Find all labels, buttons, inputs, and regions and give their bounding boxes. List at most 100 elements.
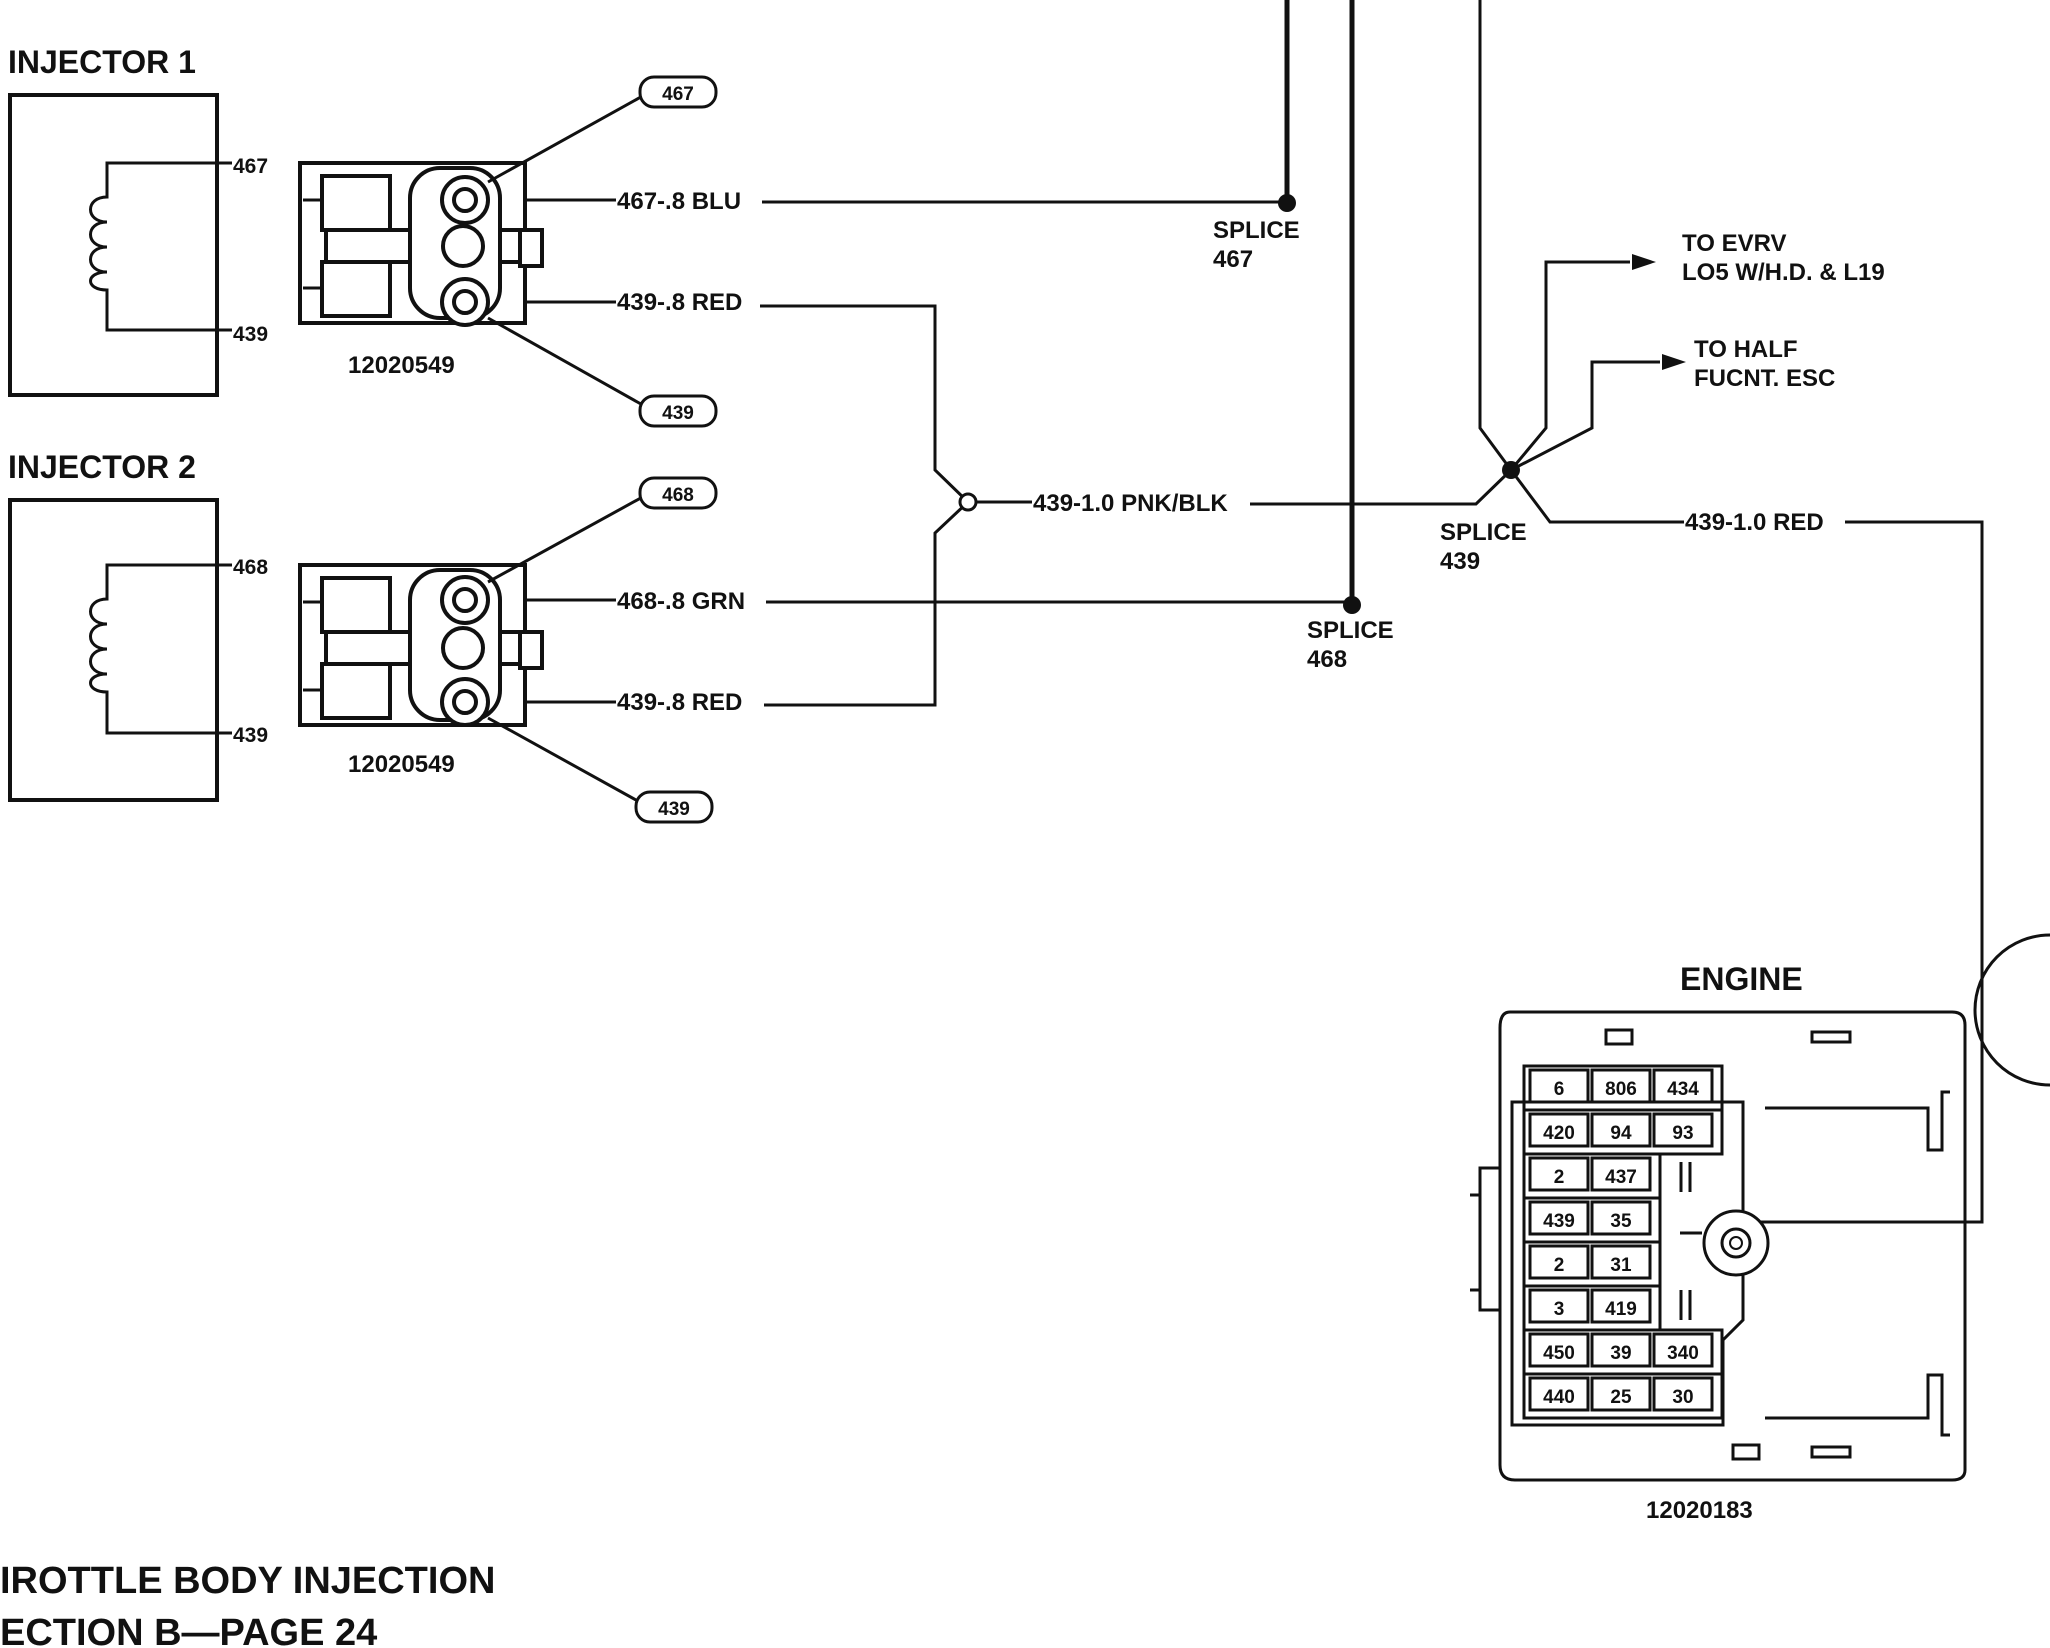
- injector-2: INJECTOR 2 468 439 12020549 468 439: [8, 449, 718, 824]
- evrv-line-2: LO5 W/H.D. & L19: [1682, 259, 1885, 286]
- splice-467: SPLICE 467: [1213, 194, 1300, 273]
- injector-1-title: INJECTOR 1: [8, 44, 196, 80]
- engine-pin-cell: [1652, 1376, 1714, 1412]
- engine-pin-cell: [1590, 1156, 1652, 1192]
- injector-1-pin-467: 467: [233, 155, 268, 178]
- injector-2-title: INJECTOR 2: [8, 449, 196, 485]
- engine-pin-cell: [1528, 1156, 1590, 1192]
- injector-2-connector: [298, 563, 544, 727]
- footer-line-2: ECTION B—PAGE 24: [0, 1612, 377, 1648]
- engine-title: ENGINE: [1680, 961, 1803, 997]
- engine-pin-row-frame: [1522, 1372, 1724, 1420]
- injector-1: INJECTOR 1 467 439 12020549 467 439: [8, 44, 718, 428]
- engine-pin-label: 25: [1610, 1387, 1632, 1408]
- injector-1-callout-line-top: [487, 91, 649, 184]
- engine-pin-cell: [1528, 1288, 1590, 1324]
- engine-pin-label: 2: [1554, 1167, 1565, 1188]
- engine-pin-label: 419: [1605, 1299, 1637, 1320]
- engine-part-number: 12020183: [1646, 1497, 1753, 1524]
- engine-pin-cell: [1528, 1332, 1590, 1368]
- engine-pin-label: 450: [1543, 1343, 1575, 1364]
- engine-pin-label: 3: [1554, 1299, 1565, 1320]
- engine-pin-cell: [1590, 1068, 1652, 1104]
- splice-467-name: SPLICE: [1213, 217, 1300, 244]
- engine-pin-label: 439: [1543, 1211, 1575, 1232]
- engine-pin-label: 30: [1672, 1387, 1693, 1408]
- engine-pin-cell: [1590, 1200, 1652, 1236]
- engine-pin-cell: [1528, 1112, 1590, 1148]
- wire-feed-439: [1478, 0, 1513, 471]
- injector-1-tag-467-text: 467: [662, 84, 694, 105]
- injector-1-tag-467: [638, 75, 718, 109]
- engine-pin-label: 806: [1605, 1079, 1637, 1100]
- engine-pin-cell: [1590, 1288, 1652, 1324]
- engine-pin-label: 437: [1605, 1167, 1637, 1188]
- wire-label-439-pnk-blk: 439-1.0 PNK/BLK: [1033, 490, 1228, 517]
- engine-pin-label: 420: [1543, 1123, 1575, 1144]
- splice-468-name: SPLICE: [1307, 617, 1394, 644]
- engine-pin-label: 2: [1554, 1255, 1565, 1276]
- engine-connector: ENGINE 6 806 434 420 94 93 2 437 439 35 2 31 3 419 450…: [1470, 961, 1967, 1524]
- injector-1-box: [8, 93, 219, 397]
- injector-2-tag-439: [634, 790, 714, 824]
- engine-pin-label: 6: [1554, 1079, 1565, 1100]
- engine-pin-cell: [1590, 1244, 1652, 1280]
- wire-to-half: [1510, 360, 1660, 472]
- splice-468-num: 468: [1307, 646, 1347, 673]
- wire-label-439-red-2: 439-.8 RED: [617, 689, 742, 716]
- footer-line-1: IROTTLE BODY INJECTION: [0, 1560, 495, 1602]
- injector-1-connector: [298, 161, 544, 327]
- partial-component-edge: [1973, 933, 2050, 1087]
- splice-468: SPLICE 468: [1307, 596, 1394, 673]
- engine-pin-cell: [1528, 1244, 1590, 1280]
- engine-pin-cell: [1590, 1112, 1652, 1148]
- injector-2-box: [8, 498, 219, 802]
- engine-pin-label: 31: [1610, 1255, 1632, 1276]
- injector-2-tag-439-text: 439: [658, 799, 690, 820]
- injector-2-callout-line-bottom: [487, 716, 646, 807]
- wire-label-439-red-1: 439-.8 RED: [617, 289, 742, 316]
- injector-2-part-number: 12020549: [348, 751, 455, 778]
- injector-1-coil-symbol: [89, 161, 232, 332]
- wire-label-439-red-ecm: 439-1.0 RED: [1685, 509, 1824, 536]
- injector-1-tag-439-text: 439: [662, 403, 694, 424]
- engine-pin-label: 440: [1543, 1387, 1575, 1408]
- wire-to-ecm: [1509, 469, 1684, 524]
- injector-2-tag-468: [638, 476, 718, 510]
- engine-pin-label: 340: [1667, 1343, 1699, 1364]
- engine-pin-cell: [1652, 1112, 1714, 1148]
- injector-2-callout-line-top: [487, 492, 649, 584]
- injector-1-pin-439: 439: [233, 323, 268, 346]
- engine-pin-cell: [1652, 1332, 1714, 1368]
- engine-pin-label: 94: [1610, 1123, 1632, 1144]
- engine-pin-cell: [1528, 1200, 1590, 1236]
- wire-label-467-blu: 467-.8 BLU: [617, 188, 741, 215]
- injector-2-coil-symbol: [89, 563, 232, 735]
- wires: 467-.8 BLU 439-.8 RED 468-.8 GRN 439-.8 …: [525, 0, 1984, 1224]
- splice-439: SPLICE 439: [1440, 461, 1527, 575]
- junction-node: [958, 492, 978, 512]
- half-line-2: FUCNT. ESC: [1694, 365, 1835, 392]
- engine-pin-cell: [1590, 1376, 1652, 1412]
- engine-pin-cell: [1652, 1068, 1714, 1104]
- engine-pin-cell: [1528, 1376, 1590, 1412]
- evrv-line-1: TO EVRV: [1682, 230, 1786, 257]
- splice-467-num: 467: [1213, 246, 1253, 273]
- destination-half: TO HALF FUCNT. ESC: [1694, 336, 1835, 392]
- engine-pin-label: 434: [1667, 1079, 1699, 1100]
- injector-2-tag-468-text: 468: [662, 485, 694, 506]
- injector-1-part-number: 12020549: [348, 352, 455, 379]
- engine-pin-cell: [1590, 1332, 1652, 1368]
- engine-pin-label: 35: [1610, 1211, 1632, 1232]
- injector-1-tag-439: [638, 394, 718, 428]
- injector-2-pin-468: 468: [233, 556, 268, 579]
- engine-pin-label: 93: [1672, 1123, 1693, 1144]
- destination-evrv: TO EVRV LO5 W/H.D. & L19: [1682, 230, 1885, 286]
- injector-1-callout-line-bottom: [487, 316, 649, 410]
- injector-2-pin-439: 439: [233, 724, 268, 747]
- splice-439-num: 439: [1440, 548, 1480, 575]
- engine-pin-cell: [1528, 1068, 1590, 1104]
- splice-439-name: SPLICE: [1440, 519, 1527, 546]
